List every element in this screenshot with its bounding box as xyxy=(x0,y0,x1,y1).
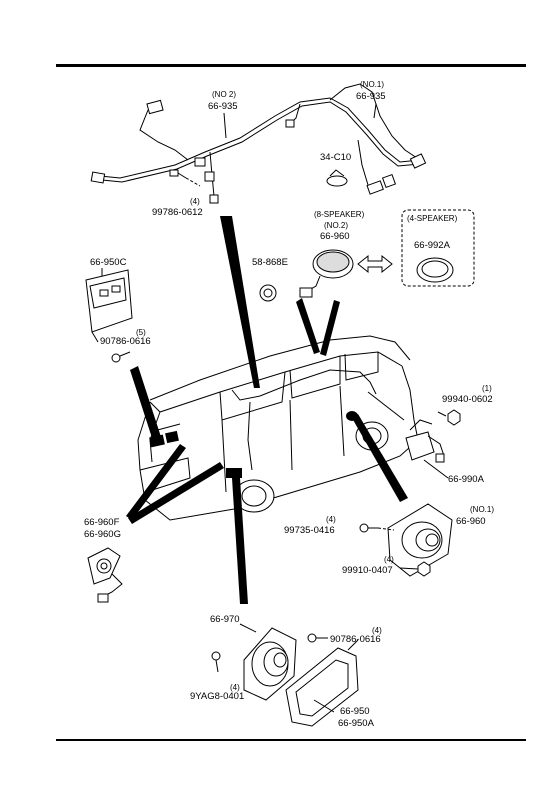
speaker4-drawing xyxy=(416,257,454,283)
rear-pointer-wedge xyxy=(232,478,248,604)
grommet-part-number: 58-868E xyxy=(252,257,288,268)
door-speaker-qty: (NO.1) xyxy=(470,505,494,514)
speaker4-box xyxy=(401,209,475,287)
bolt-qty: (4) xyxy=(190,197,200,206)
rear-speaker-part-number: 66-970 xyxy=(210,614,240,625)
door-speaker-part-number: 66-960 xyxy=(456,516,486,527)
harness-no2-qty: (NO 2) xyxy=(212,90,236,99)
rear-bolt-part-number: 9YAG8-0401 xyxy=(190,691,244,702)
door-speaker-drawing xyxy=(387,503,453,577)
amp-screw-part-number: 90786-0616 xyxy=(100,336,151,347)
pillar-part-number-f: 66-960F xyxy=(84,517,120,528)
speaker8-number: (NO.2) xyxy=(324,221,348,230)
harness-no1-part-number: 66-935 xyxy=(356,91,386,102)
bottom-rule xyxy=(56,739,526,741)
rear-speaker-drawing xyxy=(243,627,297,701)
door-nut-part-number: 99910-0407 xyxy=(342,565,393,576)
rear-screw-qty: (4) xyxy=(372,626,382,635)
speaker-pointer-wedge-2 xyxy=(320,300,340,356)
bolt-part xyxy=(169,169,201,187)
amp-pointer-wedge xyxy=(130,366,162,444)
amp-drawing xyxy=(85,269,133,343)
rear-bolt xyxy=(211,651,221,673)
speaker-bracket-drawing xyxy=(285,639,359,727)
speaker4-part-number: 66-992A xyxy=(414,240,451,251)
tweeter-drawing xyxy=(405,419,445,463)
grommet-drawing xyxy=(259,284,277,302)
clip-part xyxy=(326,169,348,187)
amp-part-number: 66-950C xyxy=(90,257,127,268)
harness-no2-part-number: 66-935 xyxy=(208,101,238,112)
amp-screw xyxy=(111,351,131,363)
pillar-speaker-drawing xyxy=(87,547,123,603)
pillar-pointer-wedge-2 xyxy=(128,462,224,524)
bracket-part-number-a: 66-950A xyxy=(338,718,375,729)
door-nut xyxy=(399,561,431,577)
speaker8-part-number: 66-960 xyxy=(320,231,350,242)
bracket-part-number: 66-950 xyxy=(340,706,370,717)
nut-part-number: 99940-0602 xyxy=(442,394,493,405)
door-pointer-wedge xyxy=(352,414,408,502)
pillar-part-number-g: 66-960G xyxy=(84,529,121,540)
nut-qty: (1) xyxy=(482,384,492,393)
top-rule xyxy=(56,64,526,67)
clip-part-number: 34-C10 xyxy=(320,152,351,163)
rear-screw-part-number: 90786-0616 xyxy=(330,634,381,645)
bolt-part-number: 99786-0612 xyxy=(152,207,203,218)
door-screw xyxy=(359,523,395,533)
rear-bolt-qty: (4) xyxy=(230,683,240,692)
rear-screw xyxy=(307,633,328,643)
harness-no1-qty: (NO.1) xyxy=(360,80,384,89)
roof-pointer-wedge xyxy=(220,216,260,388)
door-screw-qty: (4) xyxy=(326,515,336,524)
tweeter-part-number: 66-990A xyxy=(448,474,485,485)
nut-drawing xyxy=(437,409,461,426)
speaker8-title: (8-SPEAKER) xyxy=(314,210,365,219)
door-nut-qty: (4) xyxy=(384,555,394,564)
pillar-pointer-wedge-1 xyxy=(126,444,186,520)
roof-harness xyxy=(90,83,427,204)
speaker-pointer-wedge-1 xyxy=(296,298,320,354)
swap-arrow xyxy=(357,254,393,274)
speaker4-title: (4-SPEAKER) xyxy=(407,214,458,223)
speaker8-drawing xyxy=(299,249,354,298)
door-screw-part-number: 99735-0416 xyxy=(284,525,335,536)
amp-screw-qty: (5) xyxy=(136,328,146,337)
